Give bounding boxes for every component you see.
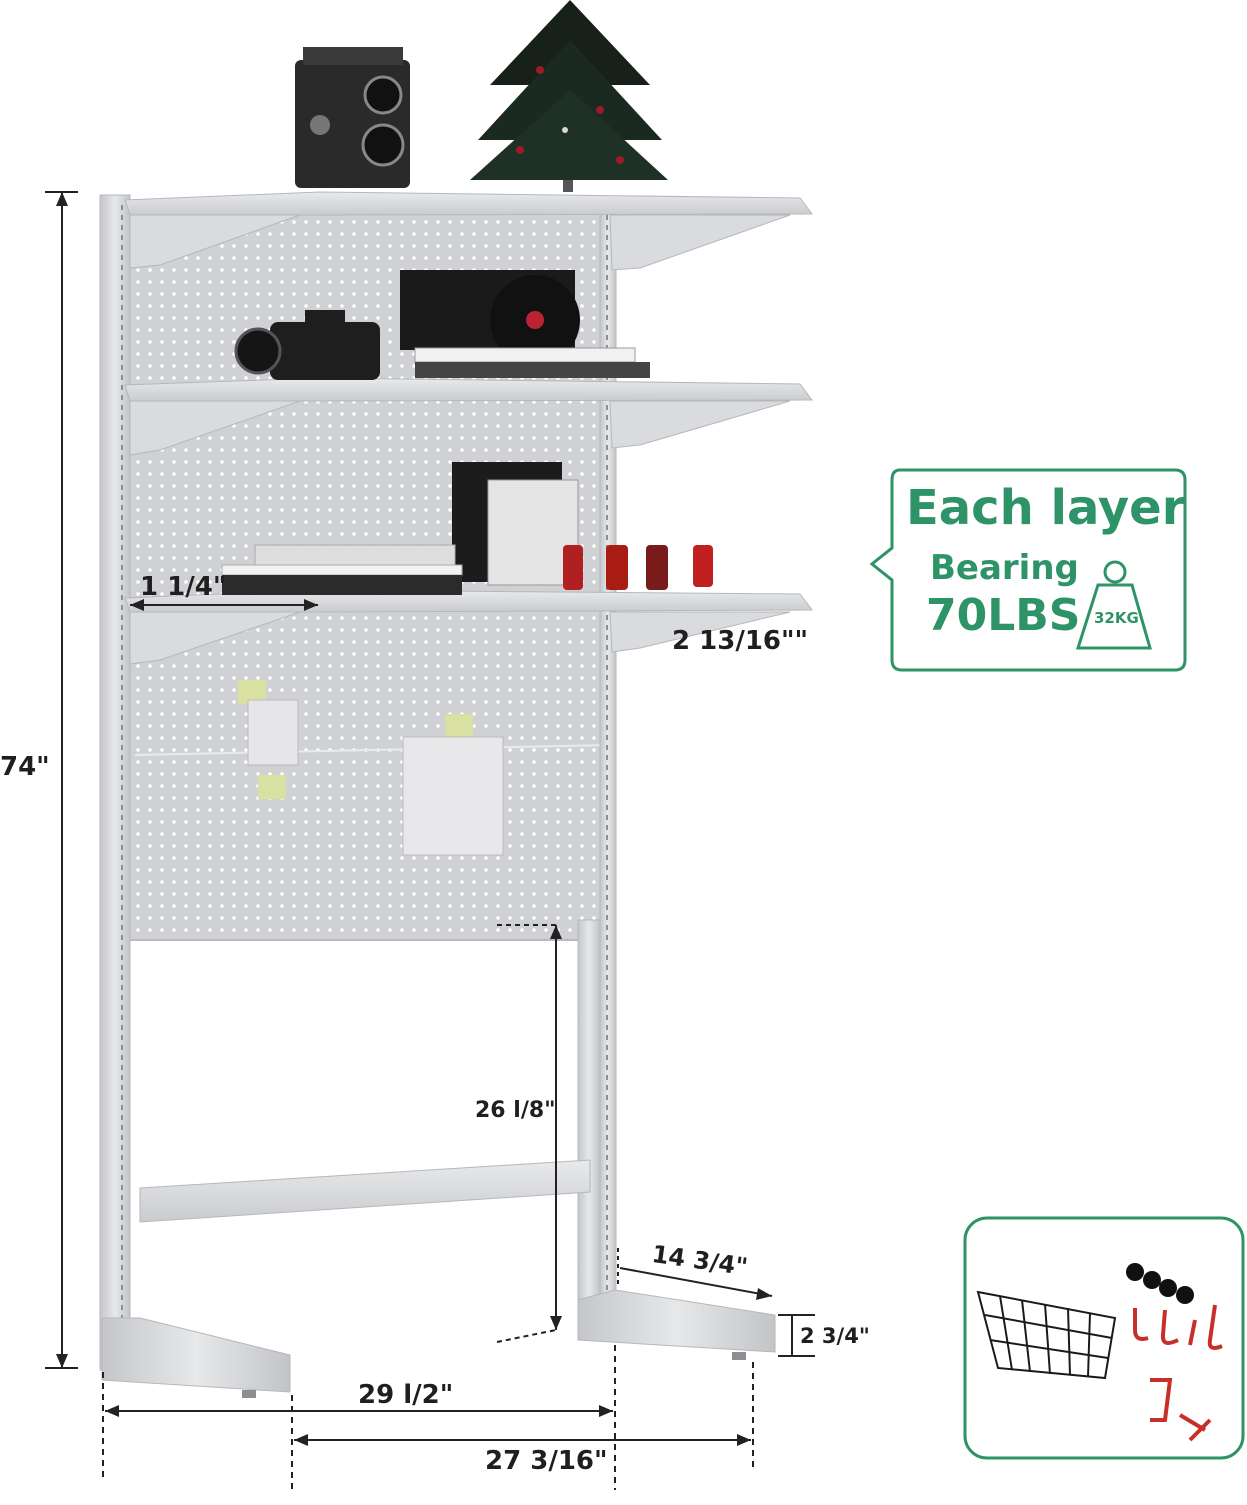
callout-bearing: Bearing — [930, 548, 1079, 588]
notes — [238, 680, 504, 856]
callout-weight-lbs: 70LBS — [926, 590, 1081, 641]
dslr-camera — [234, 310, 380, 380]
shelf-lower — [124, 589, 813, 665]
left-post — [99, 194, 131, 1371]
figurines — [563, 545, 713, 590]
hook-icon — [1133, 1304, 1223, 1442]
foot-height-label: 2 3/4" — [800, 1324, 870, 1348]
weight-icon — [1075, 560, 1152, 650]
callout-title: Each layer — [906, 480, 1186, 536]
shelf-middle — [124, 377, 813, 456]
right-foot — [577, 1289, 776, 1353]
dimension-lines — [45, 191, 815, 1490]
vintage-camera — [295, 47, 410, 188]
left-foot — [101, 1317, 291, 1393]
right-post — [577, 919, 601, 1341]
total-height-label: 74" — [0, 752, 50, 782]
inner-width-label: 29 l/2" — [358, 1380, 454, 1410]
outer-width-label: 27 3/16" — [485, 1446, 608, 1476]
accessories-box — [963, 1216, 1245, 1460]
christmas-tree — [470, 0, 668, 192]
shelf-top — [124, 191, 813, 271]
arrow-heads — [56, 192, 772, 1446]
load-callout — [869, 468, 1187, 672]
callout-weight-kg: 32KG — [1094, 609, 1139, 627]
shelf-inset-label: 1 1/4" — [140, 572, 227, 602]
clearance-height-label: 26 l/8" — [475, 1098, 556, 1123]
magnet-dots — [1126, 1263, 1194, 1304]
cross-bar — [139, 1159, 591, 1223]
shelf-overhang-label: 2 13/16"" — [672, 626, 809, 656]
wire-basket-icon — [976, 1290, 1117, 1380]
records-and-books — [400, 270, 650, 378]
